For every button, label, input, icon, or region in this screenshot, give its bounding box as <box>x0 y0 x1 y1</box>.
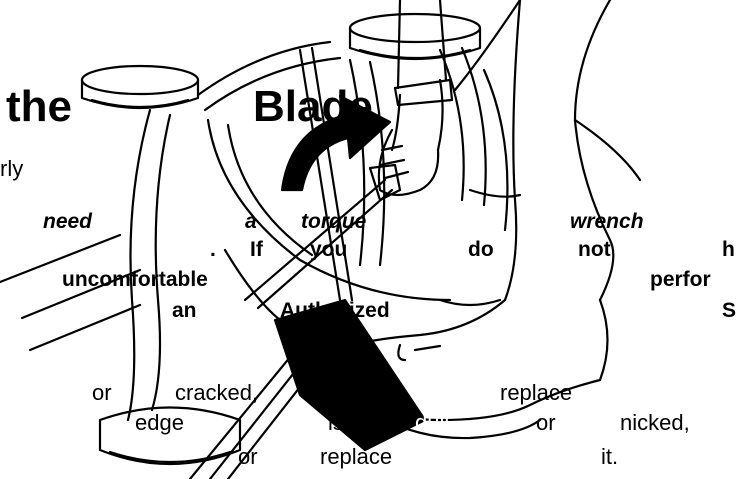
word-edge: edge <box>135 410 184 435</box>
word-a: a <box>245 210 257 233</box>
word-period: . <box>210 238 216 261</box>
heading-word-the: the <box>6 82 72 131</box>
word-or-3: or <box>238 444 258 469</box>
word-an: an <box>172 299 197 322</box>
word-if: If <box>250 238 263 261</box>
word-h: h <box>722 238 735 261</box>
word-is: is <box>328 410 344 435</box>
word-need: need <box>43 210 93 233</box>
word-wrench: wrench <box>570 210 644 233</box>
word-authorized: Authorized <box>280 299 390 322</box>
word-perfor: perfor <box>650 268 711 291</box>
word-do: do <box>468 238 494 261</box>
word-torque: torque <box>301 210 367 233</box>
word-dull: dull <box>415 410 450 435</box>
word-or-1: or <box>92 380 112 405</box>
curved-rotation-arrow <box>280 94 392 192</box>
word-s: S <box>722 299 737 322</box>
word-not: not <box>578 238 611 261</box>
wheel-right <box>348 12 482 61</box>
word-you: you <box>310 238 348 261</box>
wheel-bottom <box>98 406 242 466</box>
body-fragment-rly: rly <box>0 156 24 181</box>
gloved-hand <box>377 0 522 197</box>
word-uncomfortable: uncomfortable <box>62 268 208 291</box>
heading-word-blade: Blade <box>253 82 373 131</box>
word-or-2: or <box>536 410 556 435</box>
word-cracked: cracked, <box>175 380 259 405</box>
word-it: it. <box>601 444 619 469</box>
wheel-left <box>80 64 200 110</box>
leg-and-shoe <box>336 0 642 440</box>
mower-deck <box>0 40 509 422</box>
word-nicked: nicked, <box>620 410 690 435</box>
word-replace-2: replace <box>320 444 393 469</box>
word-replace-1: replace <box>500 380 573 405</box>
